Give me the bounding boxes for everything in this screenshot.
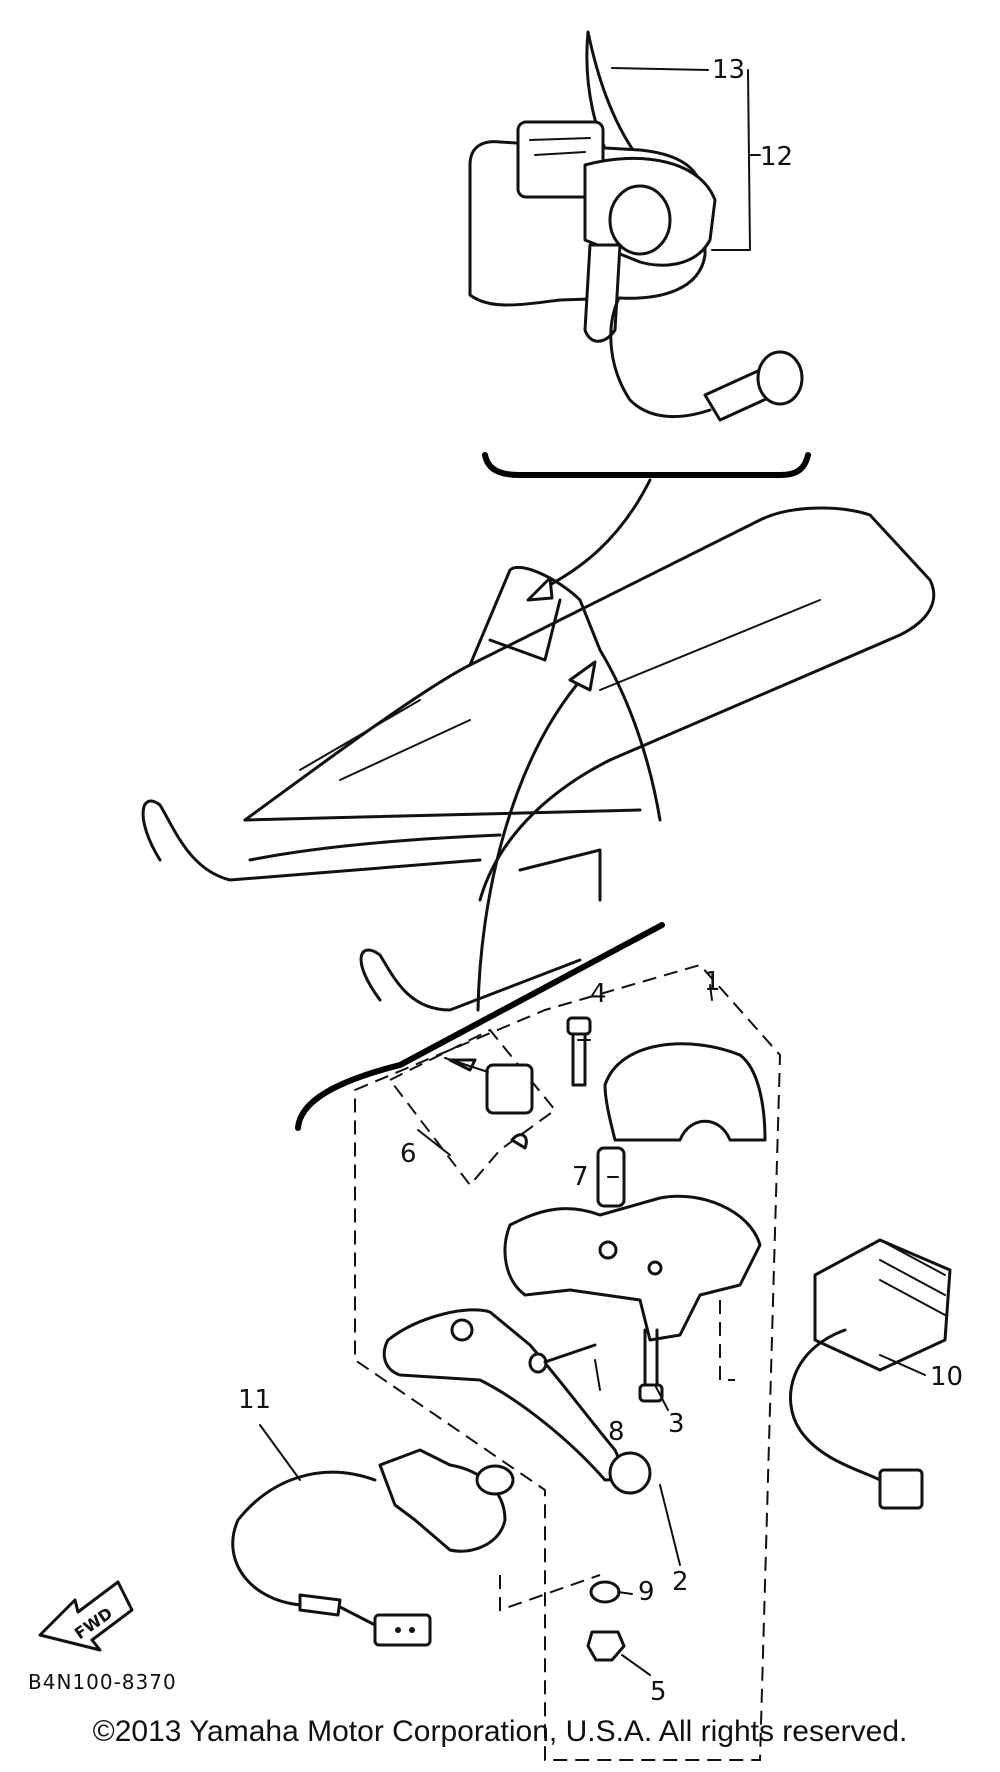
copyright-notice: ©2013 Yamaha Motor Corporation, U.S.A. A…	[92, 1715, 908, 1748]
part-11-brake-switch	[231, 1448, 515, 1647]
callout-6[interactable]: 6	[400, 1139, 417, 1169]
arrow-top-to-sled	[538, 478, 652, 592]
callout-4[interactable]: 4	[590, 979, 607, 1009]
callout-3[interactable]: 3	[668, 1409, 685, 1439]
fwd-arrow-icon: FWD	[38, 1580, 134, 1652]
lower-inset-divider	[295, 922, 665, 1131]
callout-labels: 1 2 3 4 5 6 7 8 9 10 11 12 13	[238, 55, 963, 1707]
subkit-6-outline	[388, 1028, 557, 1187]
throttle-housing-assembly	[468, 30, 804, 422]
lever-bracket	[503, 1194, 762, 1342]
callout-7[interactable]: 7	[572, 1162, 589, 1192]
callout-2[interactable]: 2	[672, 1567, 689, 1597]
handlebar-clamp	[603, 1042, 767, 1142]
part-4-bolt	[566, 1016, 592, 1087]
callout-10[interactable]: 10	[930, 1362, 963, 1392]
callout-1[interactable]: 1	[704, 967, 721, 997]
arrow-lower-to-sled	[476, 673, 587, 1012]
callout-5[interactable]: 5	[650, 1677, 667, 1707]
part-8-screw	[528, 1343, 597, 1374]
callout-11[interactable]: 11	[238, 1385, 271, 1415]
top-inset-bracket	[482, 452, 811, 478]
callout-13[interactable]: 13	[712, 55, 745, 85]
kit-outline-dashed	[354, 963, 782, 1761]
part-5-nut	[586, 1630, 626, 1662]
part-10-module	[788, 1238, 952, 1510]
callout-8[interactable]: 8	[608, 1417, 625, 1447]
snowmobile-outline	[141, 506, 936, 1012]
diagram-part-code: B4N100-8370	[28, 1670, 177, 1694]
callout-9[interactable]: 9	[638, 1577, 655, 1607]
callout-12[interactable]: 12	[760, 142, 793, 172]
part-9-washer	[589, 1580, 621, 1604]
